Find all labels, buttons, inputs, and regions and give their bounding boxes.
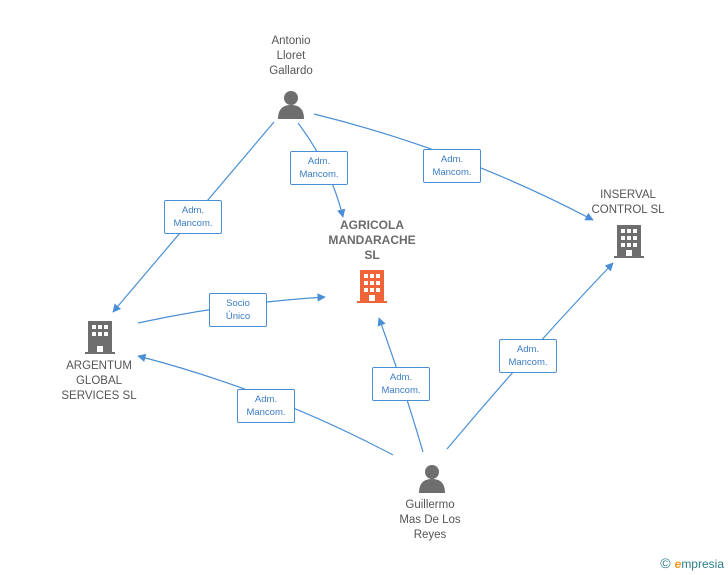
edge-label-guillermo-inserval[interactable]: Adm. Mancom. <box>499 339 557 373</box>
edge-role: Adm. <box>181 205 205 216</box>
edge-role: Adm. <box>516 344 540 355</box>
edge-label-antonio-agricola[interactable]: Adm. Mancom. <box>290 151 348 185</box>
building-icon[interactable] <box>84 319 116 360</box>
edge-role: Adm. <box>440 154 464 165</box>
edge-label-guillermo-argentum[interactable]: Adm. Mancom. <box>237 389 295 423</box>
node-label-antonio[interactable]: Antonio Lloret Gallardo <box>269 35 313 77</box>
copyright-symbol: © <box>660 555 671 571</box>
edge-label-guillermo-agricola[interactable]: Adm. Mancom. <box>372 367 430 401</box>
edge-label-antonio-inserval[interactable]: Adm. Mancom. <box>423 149 481 183</box>
edge-role-detail: Mancom. <box>381 385 421 396</box>
person-icon[interactable] <box>276 89 306 124</box>
edge-role: Adm. <box>254 394 278 405</box>
edge-role-detail: Mancom. <box>246 407 286 418</box>
node-label-agricola[interactable]: AGRICOLA MANDARACHE SL <box>328 218 416 262</box>
node-label-inserval[interactable]: INSERVAL CONTROL SL <box>591 189 665 216</box>
person-icon[interactable] <box>417 463 447 498</box>
brand-watermark[interactable]: ©empresia <box>660 555 724 571</box>
edge-role: Adm. <box>307 156 331 167</box>
brand-name: mpresia <box>681 557 724 571</box>
edge-label-antonio-argentum[interactable]: Adm. Mancom. <box>164 200 222 234</box>
edge-role: Adm. <box>389 372 413 383</box>
brand-e-letter: e <box>674 557 682 571</box>
edge-label-argentum-agricola[interactable]: Socio Único <box>209 293 267 327</box>
building-icon[interactable] <box>356 268 388 309</box>
edge-role-detail: Mancom. <box>508 357 548 368</box>
edge-role-detail: Mancom. <box>299 169 339 180</box>
edge-role: Socio <box>226 298 250 309</box>
edge-role-detail: Único <box>225 311 251 322</box>
edge-role-detail: Mancom. <box>173 218 213 229</box>
node-label-guillermo[interactable]: Guillermo Mas De Los Reyes <box>399 499 461 541</box>
edge-role-detail: Mancom. <box>432 167 472 178</box>
building-icon[interactable] <box>613 223 645 264</box>
node-label-argentum[interactable]: ARGENTUM GLOBAL SERVICES SL <box>61 360 137 402</box>
